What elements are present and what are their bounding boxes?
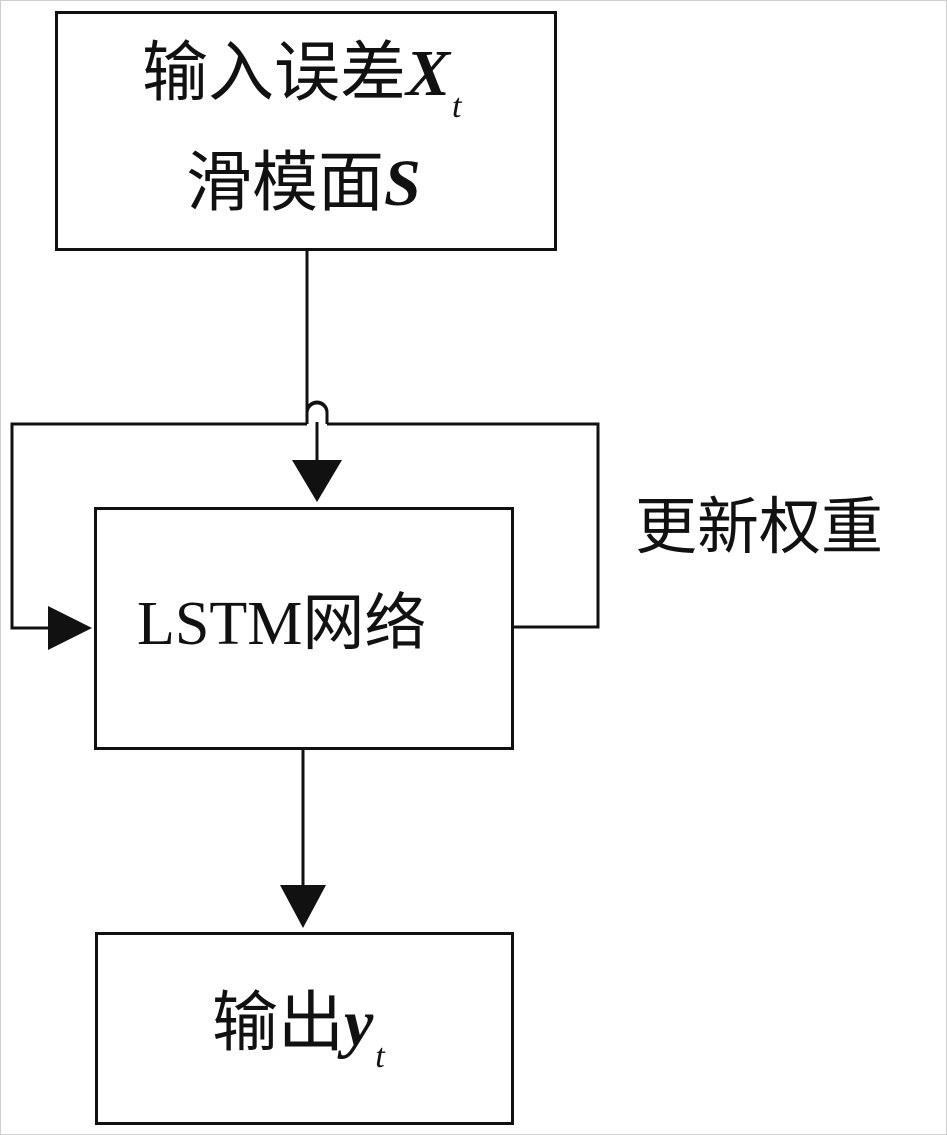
output-subscript: t	[375, 1038, 385, 1075]
lstm-to-output-arrowhead	[280, 885, 326, 928]
feedback-arrowhead	[48, 606, 92, 650]
input-to-lstm-arrowhead	[292, 460, 342, 502]
output-text: 输出	[212, 984, 344, 1061]
output-variable: y	[344, 987, 374, 1060]
input-to-lstm-line	[305, 251, 329, 413]
output-box	[95, 932, 514, 1125]
lstm-network-text: 网络	[302, 586, 427, 659]
feedback-loop-line	[327, 422, 600, 629]
input-error-text: 输入误差	[142, 34, 406, 111]
lstm-latin-text: LSTM	[137, 590, 303, 658]
sliding-surface-text: 滑模面	[186, 144, 384, 221]
hop-over-arc	[305, 401, 329, 424]
input-error-label: 输入误差Xt	[142, 37, 461, 124]
update-weights-label: 更新权重	[635, 490, 884, 563]
lstm-network-box	[94, 507, 514, 750]
input-error-variable: X	[406, 37, 451, 110]
lstm-network-label: LSTM网络	[137, 590, 426, 658]
sliding-surface-label: 滑模面S	[186, 150, 421, 217]
sliding-surface-variable: S	[384, 147, 421, 220]
feedback-loop-line-left	[10, 422, 307, 630]
input-box	[55, 11, 557, 251]
input-error-subscript: t	[452, 88, 462, 125]
output-label: 输出yt	[212, 987, 385, 1074]
